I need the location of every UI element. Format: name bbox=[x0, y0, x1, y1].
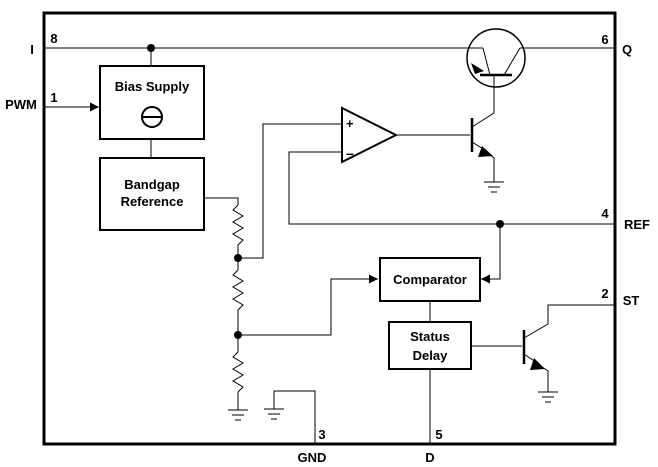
rail-i bbox=[44, 44, 615, 66]
pin-d-label: D bbox=[425, 450, 434, 465]
driver-transistor bbox=[470, 82, 504, 193]
ground-icon bbox=[228, 409, 248, 421]
pin-q-label: Q bbox=[622, 42, 632, 57]
resistor-bottom bbox=[232, 351, 244, 393]
pin-pwm-number: 1 bbox=[50, 90, 57, 105]
bandgap-label-line2: Reference bbox=[121, 194, 184, 209]
status-transistor bbox=[522, 304, 615, 403]
bias-supply-label: Bias Supply bbox=[115, 79, 190, 94]
resistor-top bbox=[232, 204, 244, 246]
op-amp-minus: – bbox=[346, 145, 354, 161]
pin-gnd-label: GND bbox=[298, 450, 327, 465]
status-delay-block: Status Delay bbox=[388, 321, 472, 370]
pin-q-number: 6 bbox=[601, 32, 608, 47]
bias-supply-block: Bias Supply bbox=[99, 65, 205, 140]
comparator-label: Comparator bbox=[393, 272, 467, 287]
status-delay-line1: Status bbox=[410, 329, 450, 344]
bandgap-label-line1: Bandgap bbox=[124, 177, 180, 192]
pin-d-number: 5 bbox=[435, 427, 442, 442]
pin-ref-label: REF bbox=[624, 217, 650, 232]
resistor-divider bbox=[204, 197, 248, 421]
pin-st-number: 2 bbox=[601, 286, 608, 301]
status-delay-line2: Delay bbox=[413, 348, 448, 363]
comparator-block: Comparator bbox=[379, 257, 481, 302]
power-transistor bbox=[466, 28, 526, 88]
pin-gnd-number: 3 bbox=[318, 427, 325, 442]
ic-outline bbox=[42, 11, 617, 446]
ground-icon bbox=[538, 391, 558, 403]
pin-i-label: I bbox=[30, 42, 34, 57]
bandgap-reference-block: Bandgap Reference bbox=[99, 157, 205, 231]
gnd-connection bbox=[264, 390, 316, 444]
pin-st-label: ST bbox=[623, 293, 640, 308]
op-amp: + – bbox=[341, 106, 399, 164]
pin-i-number: 8 bbox=[50, 31, 57, 46]
ground-icon bbox=[484, 178, 504, 193]
resistor-mid bbox=[232, 269, 244, 311]
current-source-icon bbox=[141, 106, 163, 128]
pin-ref-number: 4 bbox=[601, 206, 609, 221]
op-amp-plus: + bbox=[346, 116, 354, 131]
pin-pwm-label: PWM bbox=[5, 97, 37, 112]
